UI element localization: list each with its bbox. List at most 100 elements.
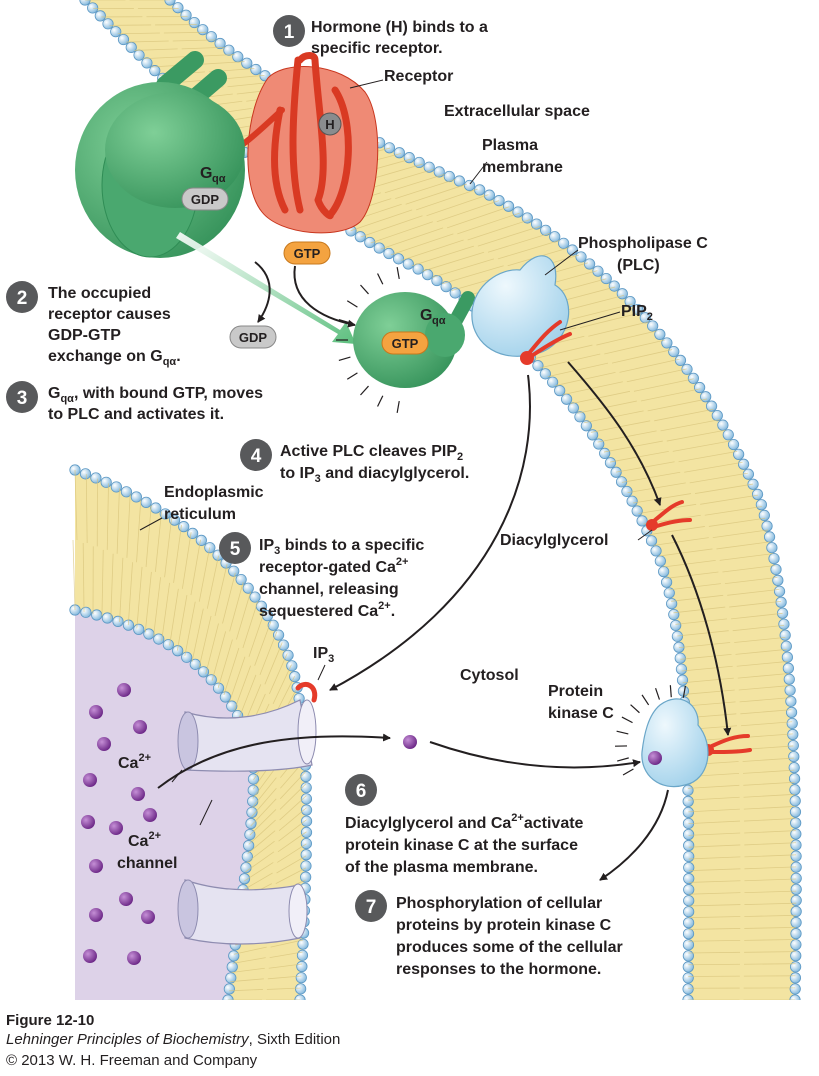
svg-text:to PLC and activates it.: to PLC and activates it. (48, 406, 224, 423)
calcium-ion (83, 773, 97, 787)
svg-text:proteins by protein kinase C: proteins by protein kinase C (396, 917, 612, 934)
svg-text:Diacylglycerol and Ca2+activat: Diacylglycerol and Ca2+activate (345, 812, 584, 832)
calcium-ion (131, 787, 145, 801)
step-badge-2: 2 (6, 281, 38, 313)
svg-text:5: 5 (230, 539, 241, 560)
svg-text:to IP3 and diacylglycerol.: to IP3 and diacylglycerol. (280, 465, 469, 485)
svg-text:IP3 binds to a specific: IP3 binds to a specific (259, 537, 424, 557)
calcium-ion (97, 737, 111, 751)
lipid-tails (72, 0, 797, 1000)
pip2-label: PIP2 (621, 303, 653, 323)
step-badge-4: 4 (240, 439, 272, 471)
calcium-channel-upper (177, 699, 317, 772)
calcium-ions (81, 683, 417, 965)
step-5-text: IP3 binds to a specific receptor-gated C… (259, 537, 424, 620)
calcium-ion (81, 815, 95, 829)
er-label-2: reticulum (164, 506, 236, 523)
diacylglycerol-label: Diacylglycerol (500, 532, 609, 549)
pkc-label-1: Protein (548, 683, 603, 700)
receptor-label: Receptor (384, 68, 453, 85)
svg-text:exchange on Gqα.: exchange on Gqα. (48, 348, 181, 368)
calcium-channel-lower (177, 879, 308, 945)
gdp-released: GDP (229, 325, 277, 349)
g-protein-active: GTP G qα (336, 267, 475, 413)
svg-text:receptor causes: receptor causes (48, 306, 171, 323)
svg-text:responses to the hormone.: responses to the hormone. (396, 961, 601, 978)
svg-text:specific receptor.: specific receptor. (311, 40, 443, 57)
svg-text:Active PLC cleaves PIP2: Active PLC cleaves PIP2 (280, 443, 463, 463)
svg-text:Phosphorylation of cellular: Phosphorylation of cellular (396, 895, 602, 912)
svg-text:Hormone (H) binds to a: Hormone (H) binds to a (311, 19, 488, 36)
gq-label-1: G (200, 165, 212, 182)
svg-text:of the plasma membrane.: of the plasma membrane. (345, 859, 538, 876)
svg-text:GDP: GDP (239, 330, 268, 345)
calcium-ion (109, 821, 123, 835)
step-badge-7: 7 (355, 890, 387, 922)
pkc-label-2: kinase C (548, 705, 614, 722)
svg-text:7: 7 (366, 897, 377, 918)
plc-label-1: Phospholipase C (578, 235, 708, 252)
step-4-text: Active PLC cleaves PIP2 to IP3 and diacy… (280, 443, 469, 485)
calcium-ion (141, 910, 155, 924)
pip2-molecule (520, 320, 572, 365)
dag-diffusion-arrow-2 (671, 534, 732, 736)
calcium-ion (83, 949, 97, 963)
hormone-molecule: H (318, 112, 342, 136)
ca-label: Ca2+ (118, 752, 151, 772)
ip3-label: IP3 (313, 645, 334, 665)
svg-text:Gqα, with bound GTP, moves: Gqα, with bound GTP, moves (48, 385, 263, 405)
leader-lines (139, 79, 653, 826)
extracellular-label: Extracellular space (444, 103, 590, 120)
step-6-text: Diacylglycerol and Ca2+activate protein … (345, 812, 584, 876)
calcium-ion (89, 859, 103, 873)
svg-text:The occupied: The occupied (48, 285, 151, 302)
cytosol-label: Cytosol (460, 667, 519, 684)
plasma-label-1: Plasma (482, 137, 538, 154)
step-badge-3: 3 (6, 381, 38, 413)
svg-text:2: 2 (17, 288, 28, 309)
calcium-ion (403, 735, 417, 749)
svg-text:GTP: GTP (294, 246, 321, 261)
svg-text:produces some of the cellular: produces some of the cellular (396, 939, 623, 956)
svg-text:channel, releasing: channel, releasing (259, 581, 399, 598)
svg-text:sequestered Ca2+.: sequestered Ca2+. (259, 600, 395, 620)
ip3-bound (295, 682, 318, 703)
step-2-text: The occupied receptor causes GDP-GTP exc… (48, 285, 181, 368)
svg-text:protein kinase C at the surfac: protein kinase C at the surface (345, 837, 578, 854)
calcium-ion (133, 720, 147, 734)
gdp-bound-label: GDP (191, 192, 220, 207)
step-badge-6: 6 (345, 774, 377, 806)
calcium-ion (143, 808, 157, 822)
ca-release-arrow (157, 733, 391, 789)
svg-text:GDP-GTP: GDP-GTP (48, 327, 121, 344)
svg-text:4: 4 (251, 446, 262, 467)
calcium-ion (89, 908, 103, 922)
dag-molecule (646, 500, 692, 531)
ip3-release-arrow (329, 374, 531, 691)
step-3-text: Gqα, with bound GTP, moves to PLC and ac… (48, 385, 263, 423)
step-7-text: Phosphorylation of cellular proteins by … (396, 895, 623, 978)
svg-text:1: 1 (284, 22, 295, 43)
phosphorylation-arrow (599, 789, 669, 881)
calcium-ion (117, 683, 131, 697)
pkc-enzyme (614, 685, 709, 788)
er-label-1: Endoplasmic (164, 484, 264, 501)
g-protein-inactive: GDP G qα (75, 51, 245, 258)
svg-text:3: 3 (17, 388, 28, 409)
plasma-label-2: membrane (482, 159, 563, 176)
gq-sub-2: qα (432, 315, 446, 327)
figure-title: Figure 12-10 (6, 1012, 95, 1029)
channel-label-2: channel (117, 855, 177, 872)
step-badge-5: 5 (219, 532, 251, 564)
calcium-ion (119, 892, 133, 906)
svg-text:6: 6 (356, 781, 367, 802)
gq-label-2: G (420, 307, 432, 324)
calcium-ion (89, 705, 103, 719)
hormone-label: H (325, 117, 334, 132)
dag-diffusion-arrow-1 (567, 361, 662, 506)
translocation-arrow (176, 232, 356, 344)
gdp-release-arrow (254, 261, 271, 323)
ca-to-pkc-arrow (429, 741, 641, 769)
plc-label-2: (PLC) (617, 257, 660, 274)
svg-text:receptor-gated Ca2+: receptor-gated Ca2+ (259, 556, 408, 576)
